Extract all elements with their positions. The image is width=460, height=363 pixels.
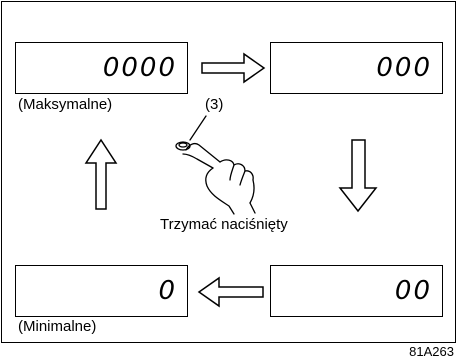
arrow-right-icon [201,52,266,84]
label-max: (Maksymalne) [18,96,113,113]
display-value-bottom-right: 00 [394,276,432,306]
arrow-down-icon [338,139,378,213]
label-hold: Trzymać naciśnięty [160,216,288,233]
display-top-left: 0000 [15,42,188,94]
label-callout: (3) [205,96,224,113]
diagram-frame [1,1,456,343]
label-min: (Minimalne) [18,318,97,335]
hand-pressing-button-icon [175,115,256,215]
display-bottom-right: 00 [270,265,443,317]
display-value-top-right: 000 [376,53,432,83]
figure-code: 81A263 [409,344,454,359]
display-value-bottom-left: 0 [158,276,177,306]
arrow-left-icon [197,276,264,308]
display-top-right: 000 [270,42,443,94]
arrow-up-icon [84,138,118,210]
display-bottom-left: 0 [15,265,188,317]
display-value-top-left: 0000 [102,53,177,83]
